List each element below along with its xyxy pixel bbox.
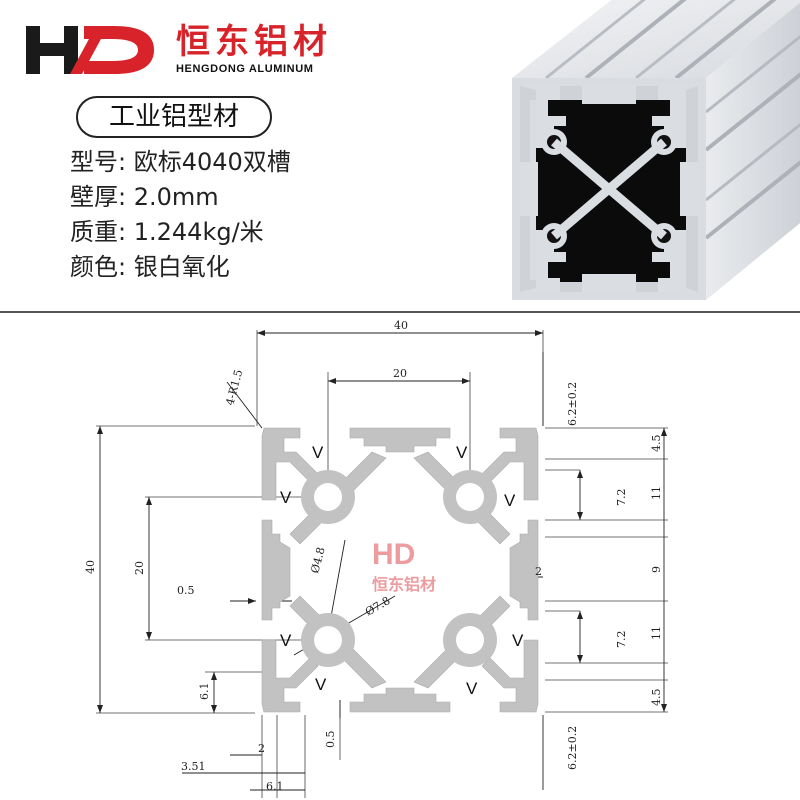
spec-list: 型号: 欧标4040双槽 壁厚: 2.0mm 质重: 1.244kg/米 颜色:… <box>70 145 291 285</box>
dim-right-11-bottom: 11 <box>650 626 663 640</box>
svg-text:V: V <box>312 443 324 462</box>
dim-bottom-2: 2 <box>258 742 265 755</box>
dim-mid-wall: 2 <box>535 565 542 578</box>
dim-hole-d78: Ø7.8 <box>363 594 392 619</box>
hd-logo-icon <box>26 26 154 74</box>
profile-photo <box>512 0 800 300</box>
spec-color: 颜色: 银白氧化 <box>70 253 230 281</box>
svg-text:V: V <box>466 679 478 698</box>
watermark: HD 恒东铝材 <box>372 538 436 594</box>
svg-text:V: V <box>280 488 292 507</box>
dim-right-45-bottom: 4.5 <box>650 689 663 707</box>
dim-bottom-05: 0.5 <box>324 731 337 749</box>
dim-bottom-61: 6.1 <box>266 780 284 793</box>
dim-left-bottom: 6.1 <box>198 683 211 701</box>
bolt-holes <box>314 483 484 654</box>
dim-right-11-top: 11 <box>650 486 663 500</box>
bolt-bosses <box>301 470 497 667</box>
dim-top-width: 40 <box>394 319 408 332</box>
dim-right-72-bottom: 7.2 <box>615 631 628 649</box>
watermark-logo: HD <box>372 538 415 571</box>
cross-section-drawing: HD 恒东铝材 V V V V V V V V 40 20 4-R1.5 40 … <box>84 319 668 798</box>
dim-bottom-351: 3.51 <box>181 760 206 773</box>
spec-wall-thickness: 壁厚: 2.0mm <box>70 183 219 211</box>
dim-left-height: 40 <box>84 560 97 574</box>
dimension-arrows <box>97 330 667 713</box>
dim-right-bottom-tol: 6.2±0.2 <box>566 726 579 770</box>
svg-text:V: V <box>504 491 516 510</box>
svg-text:V: V <box>315 675 327 694</box>
product-header: 恒东铝材 HENGDONG ALUMINUM 工业铝型材 型号: 欧标4040双… <box>0 0 800 312</box>
dim-right-top-tol: 6.2±0.2 <box>566 382 579 426</box>
svg-text:V: V <box>456 443 468 462</box>
dim-right-45-top: 4.5 <box>650 435 663 453</box>
dim-top-slot: 20 <box>393 367 407 380</box>
svg-text:V: V <box>280 631 292 650</box>
brand-name-cn: 恒东铝材 <box>176 22 332 62</box>
dim-corner-radius: 4-R1.5 <box>223 368 245 407</box>
dim-left-slot-lip: 0.5 <box>177 584 195 597</box>
section-divider <box>0 311 800 313</box>
dim-left-slot: 20 <box>133 561 146 575</box>
weld-marks: V V V V V V V V <box>280 443 524 698</box>
spec-model: 型号: 欧标4040双槽 <box>70 148 291 176</box>
svg-text:V: V <box>512 631 524 650</box>
spec-weight: 质重: 1.244kg/米 <box>70 218 264 246</box>
watermark-text: 恒东铝材 <box>372 575 436 594</box>
category-pill: 工业铝型材 <box>76 96 272 138</box>
dim-right-9: 9 <box>650 566 663 573</box>
dim-right-72-top: 7.2 <box>615 489 628 507</box>
dim-hole-d48: Ø4.8 <box>308 546 327 575</box>
brand-name-en: HENGDONG ALUMINUM <box>176 63 314 75</box>
